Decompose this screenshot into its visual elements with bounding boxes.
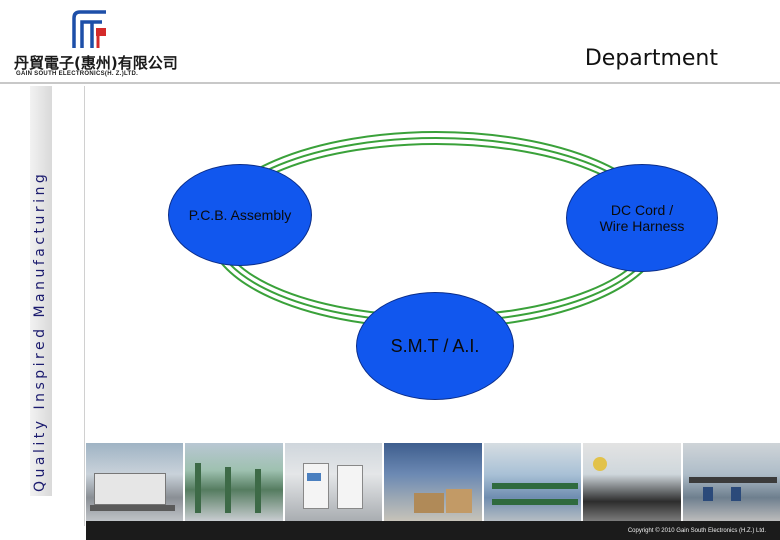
- factory-photo-2: [185, 443, 283, 521]
- factory-photo-3: [284, 443, 383, 521]
- node-pcb-assembly-label: P.C.B. Assembly: [188, 207, 292, 223]
- header-divider: [0, 82, 780, 84]
- copyright-notice: Copyright © 2010 Gain South Electronics …: [627, 528, 766, 534]
- page-title: Department: [584, 46, 718, 71]
- logo-mark-icon: [72, 10, 106, 48]
- node-dc-cord-label: DC Cord / Wire Harness: [599, 202, 685, 234]
- node-pcb-assembly[interactable]: P.C.B. Assembly: [168, 164, 312, 266]
- node-smt-ai[interactable]: S.M.T / A.I.: [356, 292, 514, 400]
- footer-bar: [86, 521, 780, 540]
- company-name-english: GAIN SOUTH ELECTRONICS(H. Z.)LTD.: [16, 71, 139, 77]
- factory-photo-strip: [86, 443, 780, 521]
- company-logo: 丹貿電子(惠州)有限公司 GAIN SOUTH ELECTRONICS(H. Z…: [10, 8, 178, 78]
- factory-photo-1: [86, 443, 184, 521]
- company-name-chinese: 丹貿電子(惠州)有限公司: [14, 54, 178, 72]
- factory-photo-5: [483, 443, 582, 521]
- node-smt-ai-label: S.M.T / A.I.: [390, 335, 480, 356]
- factory-photo-4: [384, 443, 482, 521]
- factory-photo-7: [682, 443, 780, 521]
- sidebar-band: [30, 86, 52, 496]
- content-divider: [84, 86, 85, 526]
- node-dc-cord-wire-harness[interactable]: DC Cord / Wire Harness: [566, 164, 718, 272]
- factory-photo-6: [583, 443, 681, 521]
